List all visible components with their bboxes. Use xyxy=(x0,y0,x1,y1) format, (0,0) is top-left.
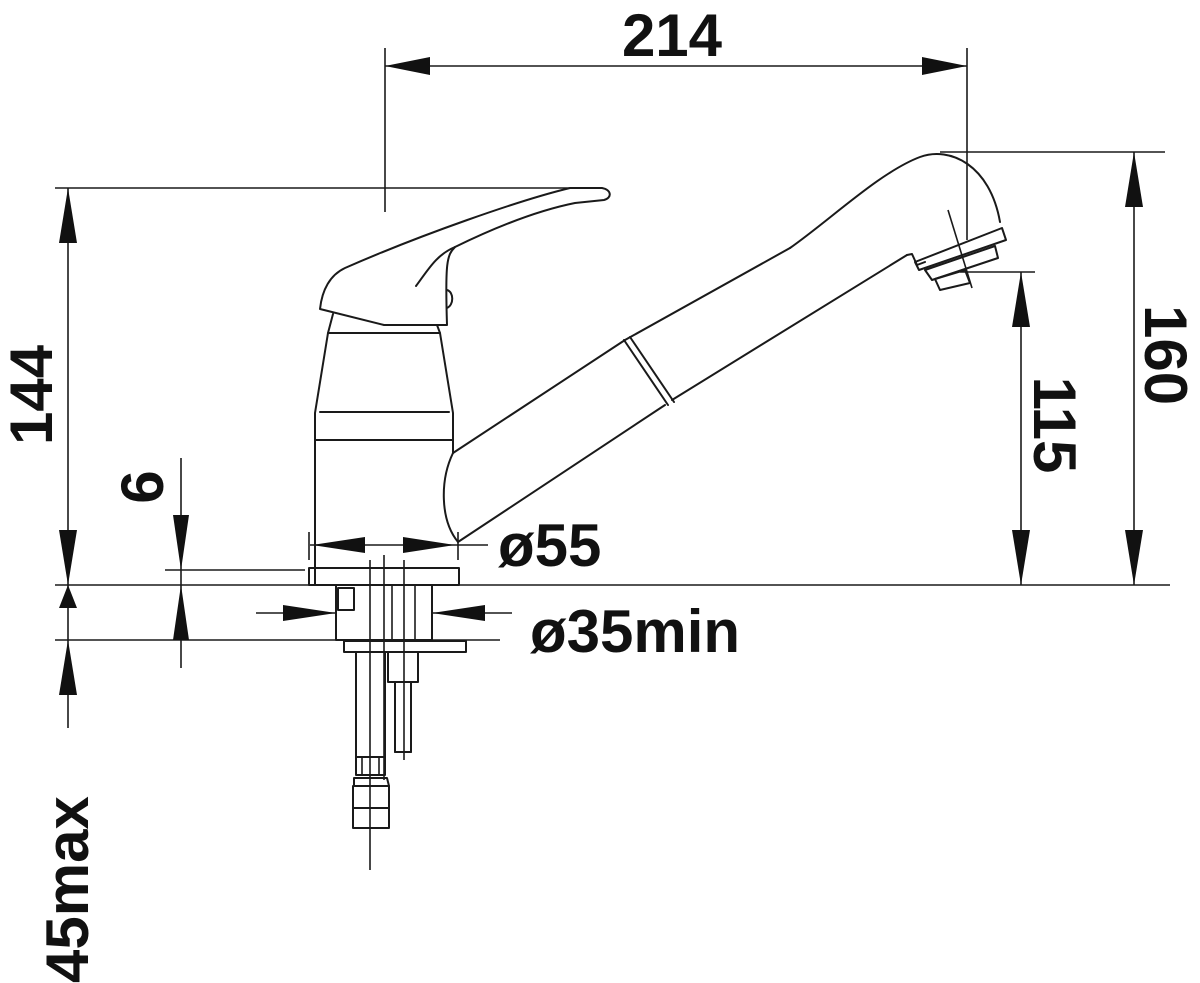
dimension-label-45max: 45max xyxy=(34,796,101,983)
dimension-outlet-height: 115 xyxy=(1012,272,1088,585)
dimension-label-214: 214 xyxy=(622,2,723,69)
dimension-spout-reach: 214 xyxy=(385,2,967,75)
faucet-body xyxy=(314,153,1007,586)
dimension-label-o35min: ø35min xyxy=(530,598,740,665)
dimension-label-6: 6 xyxy=(109,470,176,503)
dimension-label-o55: ø55 xyxy=(498,512,601,579)
dimension-base-diameter: ø55 xyxy=(308,512,601,579)
dimension-label-115: 115 xyxy=(1021,377,1088,474)
dimension-label-144: 144 xyxy=(0,344,65,445)
dimension-hole-diameter: ø35min xyxy=(256,598,740,665)
dimension-lever-height: 144 xyxy=(0,188,77,585)
extension-lines xyxy=(55,48,1170,641)
dimension-deck-max: 45max xyxy=(34,585,101,983)
dimension-total-height: 160 xyxy=(1125,152,1199,585)
faucet-base-and-connections xyxy=(308,555,467,870)
lever-handle xyxy=(319,187,611,326)
dimension-label-160: 160 xyxy=(1132,305,1199,405)
dimension-deck-thickness: 6 xyxy=(109,458,189,668)
